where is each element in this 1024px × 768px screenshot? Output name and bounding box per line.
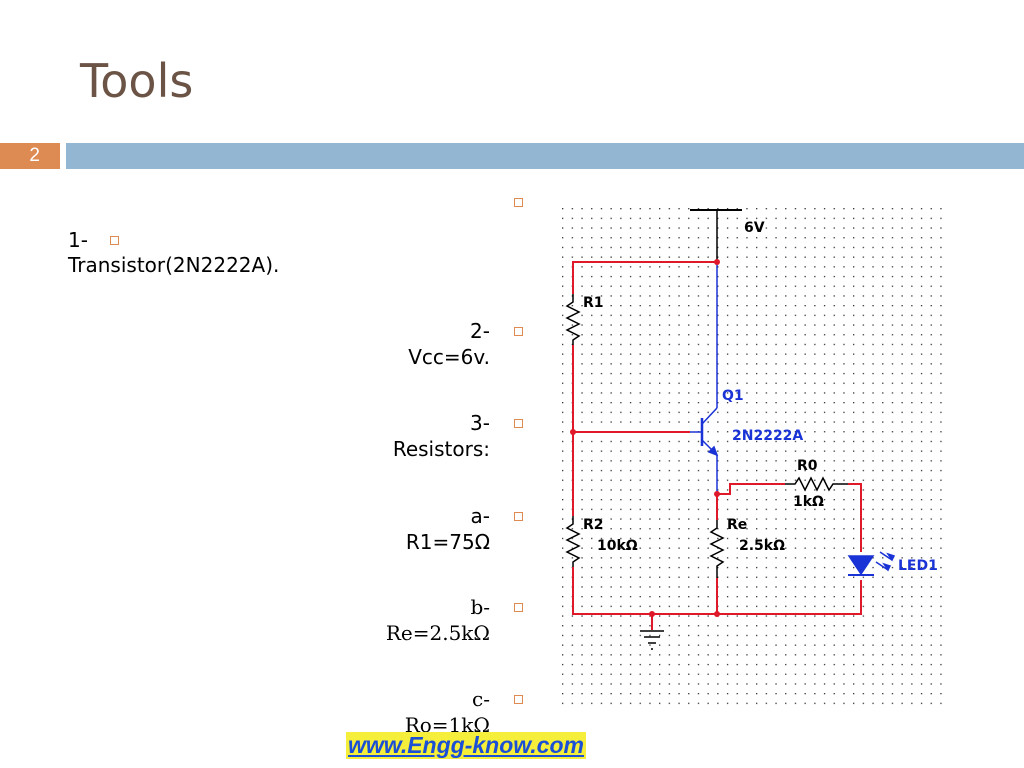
item-number: b-	[470, 595, 490, 619]
website-link[interactable]: www.Engg-know.com	[346, 732, 586, 759]
bullet-icon	[514, 419, 523, 428]
item-number: 3-	[470, 411, 490, 435]
led-label: LED1	[898, 558, 938, 574]
re-resistor	[709, 520, 725, 578]
list-item: b- Re=2.5kΩ	[386, 594, 490, 646]
r1-label: R1	[583, 295, 604, 311]
re-label: Re	[727, 517, 747, 533]
item-number: c-	[472, 687, 490, 711]
slide-number: 2	[0, 143, 60, 169]
r0-resistor	[785, 476, 848, 492]
re-value: 2.5kΩ	[739, 538, 785, 554]
item-text: Re=2.5kΩ	[385, 621, 490, 645]
bullet-icon	[514, 512, 523, 521]
header-bar	[66, 143, 1024, 169]
item-text: R1=75Ω	[405, 530, 490, 554]
led-diode	[847, 551, 896, 576]
item-text: Transistor(2N2222A).	[68, 253, 280, 277]
transistor-q1	[690, 407, 719, 457]
bullet-icon	[514, 327, 523, 336]
r2-value: 10kΩ	[597, 538, 638, 554]
list-item: 3- Resistors:	[393, 410, 490, 462]
grid-background	[562, 208, 947, 708]
item-text: Resistors:	[392, 437, 490, 461]
list-item: 2- Vcc=6v.	[408, 318, 490, 370]
list-item: a- R1=75Ω	[406, 503, 490, 555]
r1-resistor	[565, 294, 581, 345]
q1-part-label: 2N2222A	[732, 428, 803, 444]
junction-dots	[570, 259, 720, 617]
slide-title: Tools	[80, 54, 194, 108]
r2-label: R2	[583, 517, 604, 533]
ground-symbol	[640, 630, 664, 650]
item-number: 2-	[470, 319, 490, 343]
bullet-icon	[514, 198, 523, 207]
item-number: 1-	[68, 228, 88, 252]
list-item: 1- Transistor(2N2222A).	[68, 228, 279, 278]
r2-resistor	[565, 516, 581, 567]
bullet-icon	[109, 236, 119, 245]
r0-label: R0	[797, 458, 818, 474]
q1-label: Q1	[722, 388, 744, 404]
vcc-symbol	[690, 209, 742, 262]
r0-value: 1kΩ	[793, 494, 824, 510]
bullet-icon	[514, 695, 523, 704]
vcc-label: 6V	[744, 220, 765, 236]
item-text: Vcc=6v.	[408, 345, 490, 369]
bullet-icon	[514, 603, 523, 612]
item-number: a-	[470, 504, 490, 528]
